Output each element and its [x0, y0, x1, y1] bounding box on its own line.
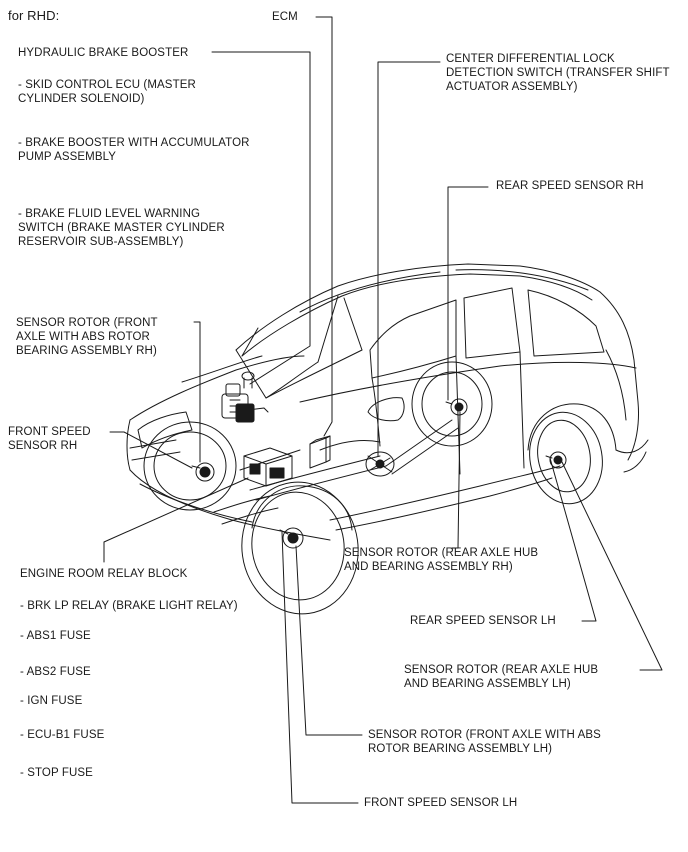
- label-abs2-fuse: - ABS2 FUSE: [20, 666, 91, 678]
- vehicle-body: [126, 263, 649, 541]
- label-stop-fuse: - STOP FUSE: [20, 767, 93, 779]
- label-brake-booster-accumulator: - BRAKE BOOSTER WITH ACCUMULATOR PUMP AS…: [18, 136, 250, 164]
- label-rear-speed-sensor-rh: REAR SPEED SENSOR RH: [496, 180, 644, 192]
- label-rear-speed-sensor-lh: REAR SPEED SENSOR LH: [410, 615, 556, 627]
- label-line: RESERVOIR SUB-ASSEMBLY): [18, 236, 184, 248]
- ecm-unit: [309, 435, 331, 469]
- label-sensor-rotor-rear-lh: SENSOR ROTOR (REAR AXLE HUB AND BEARING …: [404, 663, 598, 691]
- label-brake-fluid-switch: - BRAKE FLUID LEVEL WARNING SWITCH (BRAK…: [18, 207, 225, 249]
- diagram-header: for RHD:: [8, 8, 60, 23]
- label-line: SWITCH (BRAKE MASTER CYLINDER: [18, 222, 225, 234]
- label-abs1-fuse: - ABS1 FUSE: [20, 630, 91, 642]
- label-line: AXLE WITH ABS ROTOR: [16, 331, 150, 343]
- label-sensor-rotor-front-lh: SENSOR ROTOR (FRONT AXLE WITH ABS ROTOR …: [368, 728, 601, 756]
- label-ecm: ECM: [272, 11, 298, 23]
- label-line: PUMP ASSEMBLY: [18, 151, 117, 163]
- hydraulic-brake-booster: [221, 371, 269, 423]
- label-line: FRONT SPEED: [8, 426, 91, 438]
- label-line: ROTOR BEARING ASSEMBLY LH): [368, 743, 553, 755]
- label-sensor-rotor-front-rh: SENSOR ROTOR (FRONT AXLE WITH ABS ROTOR …: [16, 316, 158, 358]
- leader-lines: [103, 16, 663, 804]
- label-sensor-rotor-rear-rh: SENSOR ROTOR (REAR AXLE HUB AND BEARING …: [344, 546, 538, 574]
- label-line: SENSOR ROTOR (FRONT: [16, 317, 158, 329]
- label-line: - BRAKE BOOSTER WITH ACCUMULATOR: [18, 137, 250, 149]
- label-line: CYLINDER SOLENOID): [18, 93, 145, 105]
- label-brk-lp-relay: - BRK LP RELAY (BRAKE LIGHT RELAY): [20, 600, 238, 612]
- label-line: DETECTION SWITCH (TRANSFER SHIFT: [446, 67, 670, 79]
- wheels: [143, 361, 603, 615]
- label-line: AND BEARING ASSEMBLY RH): [344, 561, 513, 573]
- label-line: SENSOR ROTOR (FRONT AXLE WITH ABS: [368, 729, 601, 741]
- label-front-speed-sensor-rh: FRONT SPEED SENSOR RH: [8, 425, 91, 453]
- label-line: ACTUATOR ASSEMBLY): [446, 81, 578, 93]
- label-line: - SKID CONTROL ECU (MASTER: [18, 79, 196, 91]
- engine-room-relay-block: [243, 447, 293, 487]
- label-engine-room-relay-block: ENGINE ROOM RELAY BLOCK: [20, 568, 188, 580]
- chassis: [213, 419, 459, 525]
- label-skid-control-ecu: - SKID CONTROL ECU (MASTER CYLINDER SOLE…: [18, 78, 196, 106]
- label-line: BEARING ASSEMBLY RH): [16, 345, 157, 357]
- label-ign-fuse: - IGN FUSE: [20, 695, 83, 707]
- transfer-actuator: [365, 451, 395, 477]
- label-line: SENSOR ROTOR (REAR AXLE HUB: [344, 547, 539, 559]
- label-line: SENSOR RH: [8, 440, 78, 452]
- label-line: SENSOR ROTOR (REAR AXLE HUB: [404, 664, 599, 676]
- label-ecu-b1-fuse: - ECU-B1 FUSE: [20, 729, 105, 741]
- label-line: - BRAKE FLUID LEVEL WARNING: [18, 208, 201, 220]
- label-line: CENTER DIFFERENTIAL LOCK: [446, 53, 615, 65]
- label-hydraulic-brake-booster: HYDRAULIC BRAKE BOOSTER: [18, 47, 189, 59]
- label-line: AND BEARING ASSEMBLY LH): [404, 678, 571, 690]
- sensor-rotors: [191, 398, 567, 549]
- label-center-diff-switch: CENTER DIFFERENTIAL LOCK DETECTION SWITC…: [446, 52, 670, 94]
- label-front-speed-sensor-lh: FRONT SPEED SENSOR LH: [364, 797, 518, 809]
